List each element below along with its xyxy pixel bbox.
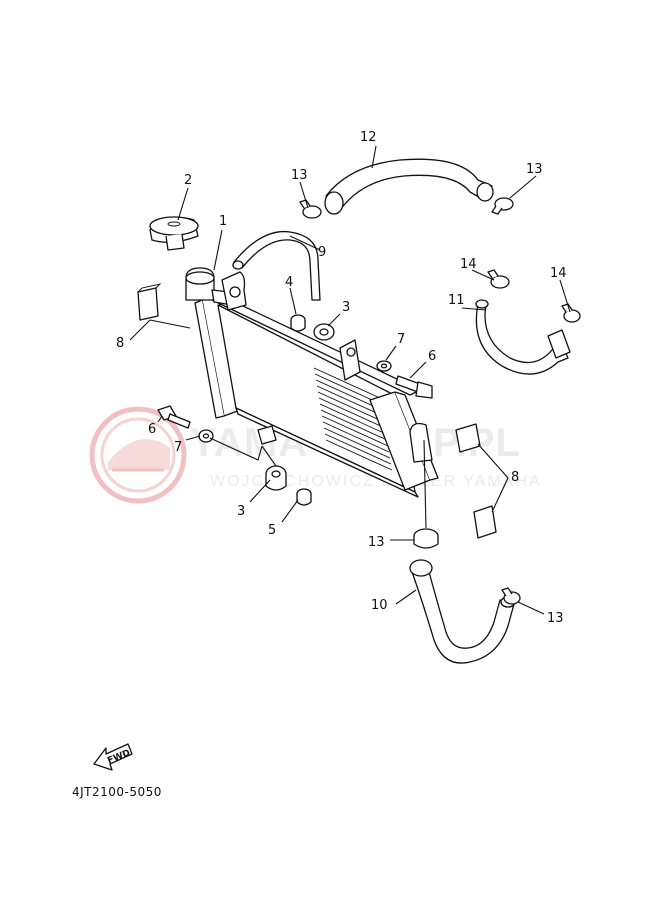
clamp-13-upper-right-icon [491,197,514,215]
callout-14-right: 14 [550,266,567,281]
callout-12: 12 [360,130,377,145]
callout-8-right: 8 [511,470,519,485]
callout-6-lower: 6 [148,422,156,437]
hose-clamps [299,197,581,605]
callout-7-upper: 7 [397,332,405,347]
callout-2: 2 [184,173,192,188]
callouts: 1 2 3 3 4 5 6 6 7 7 8 8 9 10 11 12 13 13… [116,130,567,626]
callout-13-upper-left: 13 [291,168,308,183]
pad-8-left-icon [137,283,162,321]
watermark-logo-icon [89,406,187,504]
callout-9: 9 [318,245,326,260]
washer-7-lower-icon [198,429,214,443]
grommet-3-lower-icon [265,465,287,491]
clamp-14-left-icon [487,269,510,289]
callout-1: 1 [219,214,227,229]
callout-14-left: 14 [460,257,477,272]
leader-lines [129,145,571,615]
washer-7-upper-icon [376,360,392,372]
callout-11: 11 [448,293,465,308]
callout-7-lower: 7 [174,440,182,455]
clamp-14-right-icon [561,303,581,323]
collar-4-icon [290,314,306,332]
overflow-hose [232,230,321,301]
forward-arrow-label: FWD [106,748,132,766]
callout-13-middle: 13 [368,535,385,550]
hardware [137,283,497,539]
callout-4: 4 [285,275,293,290]
pad-8-right-lower-icon [473,505,497,539]
callout-5: 5 [268,523,276,538]
bolt-6-upper-icon [395,375,433,399]
clamp-13-middle-icon [413,528,439,549]
callout-10: 10 [371,598,388,613]
forward-arrow-icon: FWD [93,743,133,771]
callout-3-lower: 3 [237,504,245,519]
radiator-cap [149,216,199,251]
callout-13-upper-right: 13 [526,162,543,177]
collar-5-icon [296,488,312,506]
callout-8-left: 8 [116,336,124,351]
grommet-3-upper-icon [313,323,335,341]
upper-hose [324,158,494,215]
clamp-13-lower-right-icon [501,587,521,605]
lower-hose [409,559,516,664]
bolt-6-lower-icon [157,405,191,429]
small-hose [475,299,571,375]
callout-13-lower-right: 13 [547,611,564,626]
radiator [185,267,439,498]
callout-6-upper: 6 [428,349,436,364]
drawing-code: 4JT2100-5050 [72,785,162,799]
callout-3-upper: 3 [342,300,350,315]
clamp-13-upper-left-icon [299,199,322,219]
watermark-subtext: WOJCIECHOWICZ DEALER YAMAHA [210,473,542,490]
